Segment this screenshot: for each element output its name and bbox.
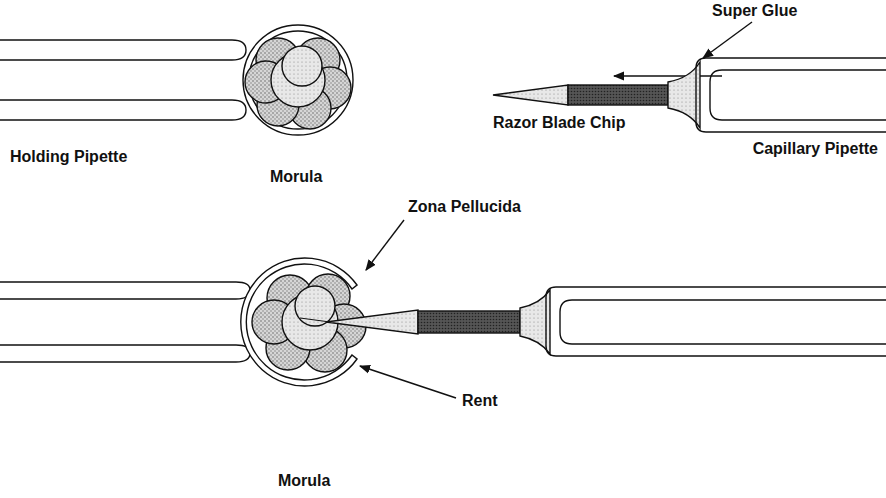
part-label: Morula <box>270 168 322 186</box>
blastomeres <box>245 38 351 129</box>
leader-line <box>703 22 752 58</box>
holding-pipette <box>0 100 246 120</box>
part-label: Super Glue <box>712 2 797 20</box>
razor-blade-chip <box>326 310 418 334</box>
blade-shank <box>418 311 520 333</box>
zona-pellucida <box>243 25 353 135</box>
razor-blade-chip <box>493 85 568 105</box>
part-label: Morula <box>278 472 330 490</box>
leader-line <box>360 366 456 398</box>
capillary-pipette <box>560 300 886 344</box>
part-label: Rent <box>462 392 498 410</box>
part-label: Capillary Pipette <box>753 140 878 158</box>
super-glue <box>668 62 700 128</box>
motion-arrow <box>614 75 722 76</box>
capillary-pipette <box>546 287 886 356</box>
leader-line <box>366 220 404 270</box>
blade-shank <box>568 85 668 105</box>
holding-pipette <box>0 345 250 362</box>
holding-pipette <box>0 282 250 299</box>
part-label: Zona Pellucida <box>408 198 521 216</box>
part-label: Holding Pipette <box>10 148 127 166</box>
capillary-pipette <box>710 70 886 120</box>
holding-pipette <box>0 40 246 60</box>
capillary-pipette <box>696 58 886 132</box>
cut-line <box>300 318 330 322</box>
part-label: Razor Blade Chip <box>493 114 625 132</box>
